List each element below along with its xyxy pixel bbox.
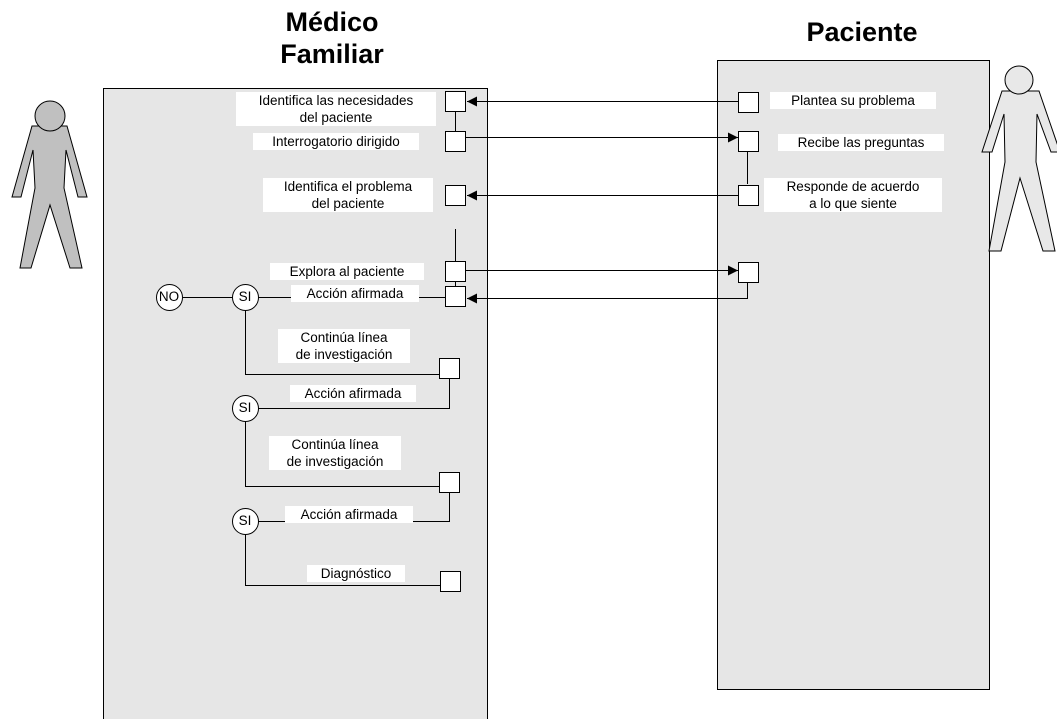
decision-si-3-label: SI xyxy=(238,513,252,528)
label-interrogatorio: Interrogatorio dirigido xyxy=(253,133,419,150)
label-plantea: Plantea su problema xyxy=(770,92,936,109)
box-interrogatorio xyxy=(445,131,466,152)
decision-si-1-label: SI xyxy=(238,289,252,304)
label-explora: Explora al paciente xyxy=(270,263,424,280)
decision-no xyxy=(156,284,183,311)
medico-activity-boxes xyxy=(439,91,466,592)
label-continua-2: Continúa línea de investigación xyxy=(269,436,401,470)
lane-paciente xyxy=(717,60,990,690)
label-accion-1: Acción afirmada xyxy=(291,285,419,302)
box-plantea xyxy=(738,92,759,113)
box-identifica-necesidades xyxy=(445,91,466,112)
paciente-activity-boxes xyxy=(738,92,759,283)
box-diagnostico xyxy=(440,571,461,592)
medico-person-icon xyxy=(11,100,88,269)
box-continua-1 xyxy=(439,358,460,379)
box-recibe xyxy=(738,131,759,152)
box-identifica-problema xyxy=(445,185,466,206)
decision-si-2-label: SI xyxy=(238,400,252,415)
decision-no-label: NO xyxy=(158,289,180,304)
title-paciente: Paciente xyxy=(806,17,918,47)
box-accion-1 xyxy=(445,286,466,307)
message-arrows xyxy=(465,96,748,304)
label-responde: Responde de acuerdo a lo que siente xyxy=(764,178,942,212)
decision-si-1 xyxy=(232,284,259,311)
decision-si-3 xyxy=(232,508,259,535)
box-responde xyxy=(738,185,759,206)
title-medico-familiar: Médico Familiar xyxy=(280,7,384,69)
box-explorado xyxy=(738,262,759,283)
label-diagnostico: Diagnóstico xyxy=(307,565,405,582)
label-accion-3: Acción afirmada xyxy=(285,506,413,523)
label-continua-1: Continúa línea de investigación xyxy=(278,329,410,363)
box-explora xyxy=(445,261,466,282)
label-identifica-necesidades: Identifica las necesidades del paciente xyxy=(236,92,436,126)
label-identifica-problema: Identifica el problema del paciente xyxy=(263,178,433,212)
box-continua-2 xyxy=(439,472,460,493)
label-accion-2: Acción afirmada xyxy=(290,385,416,402)
paciente-person-icon xyxy=(981,65,1057,252)
decision-si-2 xyxy=(232,395,259,422)
label-recibe: Recibe las preguntas xyxy=(778,134,944,151)
decision-circles xyxy=(156,284,259,535)
